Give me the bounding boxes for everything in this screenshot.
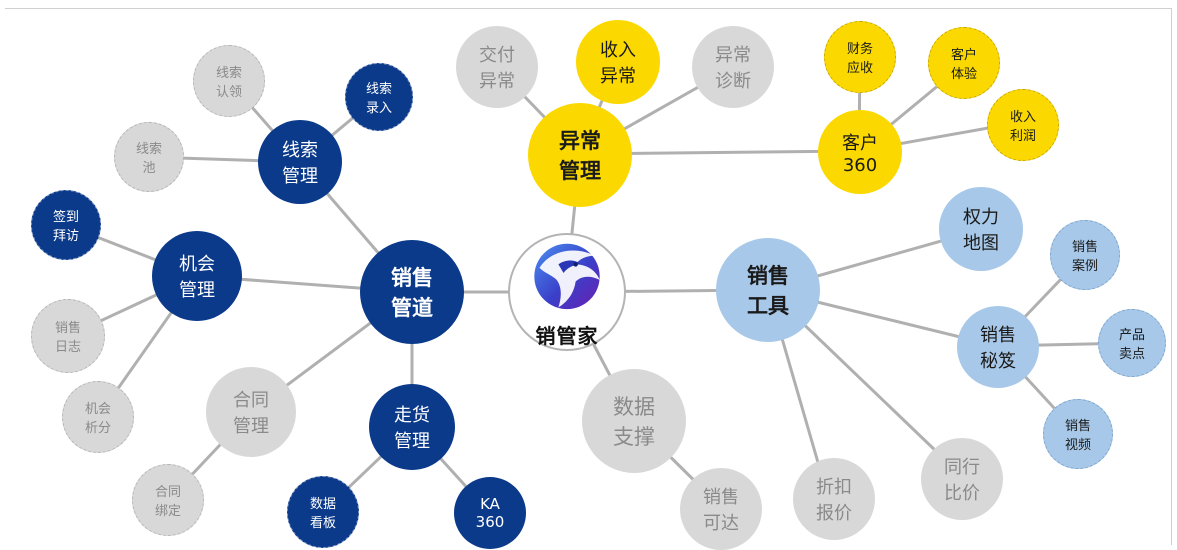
node-lead-claim[interactable]: 线索 认领 [193, 45, 265, 117]
node-ka360[interactable]: KA 360 [454, 477, 526, 549]
node-checkin-visit-label: 签到 拜访 [52, 210, 79, 244]
diagram-frame [5, 8, 1172, 545]
node-sales-playbook[interactable]: 销售 秘笈 [957, 306, 1039, 388]
node-lead-pool[interactable]: 线索 池 [114, 122, 184, 192]
node-lead-claim-label: 线索 认领 [215, 66, 242, 100]
node-opportunity-mgmt-label: 机会 管理 [179, 254, 215, 301]
node-opportunity-analysis-label: 机会 析分 [84, 402, 111, 436]
node-finance-receivable-label: 财务 应收 [846, 42, 873, 76]
node-contract-binding[interactable]: 合同 绑定 [132, 464, 204, 536]
node-customer360-label: 客户 360 [842, 132, 878, 176]
node-sales-cases-label: 销售 案例 [1071, 240, 1098, 274]
center-label: 销管家 [535, 323, 599, 348]
node-power-map-label: 权力 地图 [963, 207, 999, 254]
center-node: 销管家 [508, 233, 626, 351]
node-sales-videos-label: 销售 视频 [1064, 419, 1091, 453]
hub-sales-tools-label: 销售 工具 [747, 263, 789, 318]
node-revenue-profit-label: 收入 利润 [1009, 110, 1036, 144]
node-delivery-exception[interactable]: 交付 异常 [456, 26, 538, 108]
node-sales-reach-label: 销售 可达 [703, 487, 739, 534]
hub-sales-tools[interactable]: 销售 工具 [716, 238, 820, 342]
node-data-board[interactable]: 数据 看板 [287, 476, 359, 548]
node-revenue-exception[interactable]: 收入 异常 [576, 20, 660, 104]
node-lead-entry-label: 线索 录入 [365, 82, 392, 116]
node-lead-pool-label: 线索 池 [135, 142, 162, 176]
node-customer-experience[interactable]: 客户 体验 [928, 27, 1000, 99]
node-revenue-profit[interactable]: 收入 利润 [987, 89, 1059, 161]
node-sales-reach[interactable]: 销售 可达 [680, 468, 762, 550]
node-sales-log-label: 销售 日志 [54, 321, 81, 355]
node-contract-binding-label: 合同 绑定 [154, 485, 181, 519]
node-power-map[interactable]: 权力 地图 [939, 187, 1023, 271]
node-product-selling-points[interactable]: 产品 卖点 [1098, 309, 1166, 377]
node-contract-mgmt-label: 合同 管理 [233, 390, 269, 437]
node-sales-videos[interactable]: 销售 视频 [1043, 399, 1113, 469]
node-sales-log[interactable]: 销售 日志 [31, 299, 105, 373]
node-peer-price-compare[interactable]: 同行 比价 [921, 438, 1003, 520]
node-discount-quote-label: 折扣 报价 [816, 477, 852, 524]
node-opportunity-analysis[interactable]: 机会 析分 [62, 381, 134, 453]
node-exception-diagnosis-label: 异常 诊断 [715, 45, 751, 92]
node-checkin-visit[interactable]: 签到 拜访 [31, 190, 101, 260]
node-opportunity-mgmt[interactable]: 机会 管理 [152, 231, 242, 321]
node-sales-cases[interactable]: 销售 案例 [1050, 220, 1120, 290]
node-discount-quote[interactable]: 折扣 报价 [793, 458, 875, 540]
hub-sales-pipeline[interactable]: 销售 管道 [360, 240, 464, 344]
hub-sales-pipeline-label: 销售 管道 [391, 265, 433, 320]
node-peer-price-compare-label: 同行 比价 [944, 457, 980, 504]
hub-data-support[interactable]: 数据 支撑 [582, 369, 686, 473]
node-lead-mgmt-label: 线索 管理 [282, 140, 318, 187]
node-customer360[interactable]: 客户 360 [818, 110, 902, 194]
node-lead-mgmt[interactable]: 线索 管理 [258, 120, 342, 204]
node-customer-experience-label: 客户 体验 [950, 48, 977, 82]
node-shipment-mgmt[interactable]: 走货 管理 [369, 384, 455, 470]
node-exception-diagnosis[interactable]: 异常 诊断 [692, 26, 774, 108]
node-finance-receivable[interactable]: 财务 应收 [824, 21, 896, 93]
node-ka360-label: KA 360 [475, 495, 505, 531]
node-shipment-mgmt-label: 走货 管理 [394, 405, 430, 452]
eagle-logo-icon [534, 243, 600, 309]
hub-exception-mgmt[interactable]: 异常 管理 [528, 103, 632, 207]
hub-data-support-label: 数据 支撑 [613, 395, 655, 449]
node-product-selling-points-label: 产品 卖点 [1118, 328, 1145, 362]
node-sales-playbook-label: 销售 秘笈 [980, 325, 1016, 372]
node-delivery-exception-label: 交付 异常 [479, 45, 515, 92]
node-data-board-label: 数据 看板 [309, 497, 336, 531]
hub-exception-mgmt-label: 异常 管理 [559, 128, 601, 183]
node-contract-mgmt[interactable]: 合同 管理 [206, 367, 296, 457]
node-lead-entry[interactable]: 线索 录入 [345, 63, 413, 131]
node-revenue-exception-label: 收入 异常 [600, 40, 636, 87]
